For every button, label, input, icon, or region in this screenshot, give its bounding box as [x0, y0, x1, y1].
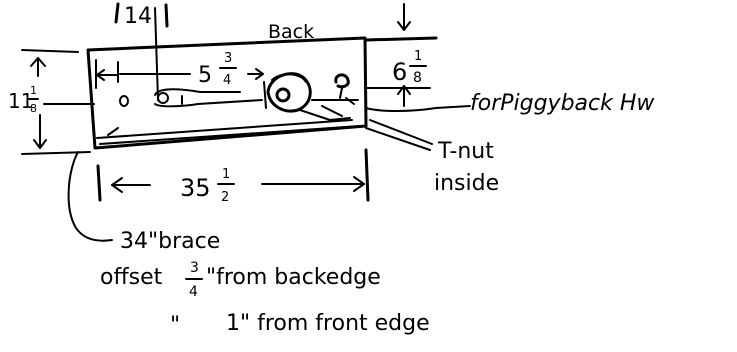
svg-text:3: 3 [190, 260, 199, 276]
tnut-hole [275, 87, 291, 103]
svg-text:35: 35 [180, 174, 211, 202]
top-dim-label: 14 [124, 4, 152, 29]
hardware-holes [119, 72, 359, 121]
piggyback-label: forPiggyback Hw [470, 91, 655, 116]
hole-center [157, 92, 169, 104]
svg-text:8: 8 [413, 70, 422, 86]
svg-text:offset: offset [100, 265, 163, 290]
hole-right [334, 73, 350, 89]
bottom-dimension [96, 148, 370, 202]
svg-text:1: 1 [414, 49, 422, 64]
svg-text:4: 4 [223, 73, 231, 88]
svg-text:2: 2 [221, 190, 229, 205]
svg-text:4: 4 [189, 284, 198, 300]
slot-line [154, 88, 241, 96]
svg-text:5: 5 [198, 63, 212, 88]
tnut-inside-label: inside [434, 171, 499, 196]
svg-text:1: 1 [30, 84, 37, 97]
svg-text:3: 3 [224, 51, 232, 66]
front-note: " 1" from front edge [170, 311, 430, 338]
svg-text:11: 11 [8, 89, 33, 113]
hole-left [119, 95, 129, 107]
svg-text:1" from front edge: 1" from front edge [226, 311, 430, 336]
svg-text:": " [170, 313, 180, 338]
back-label: Back [268, 21, 314, 43]
brace-note: 34"brace [120, 229, 220, 254]
mid-dimension-line [95, 59, 267, 109]
right-dimension [364, 3, 438, 107]
offset-note: offset 3 4 "from backedge [100, 260, 381, 300]
tnut-label: T-nut [437, 139, 494, 164]
board-outline [86, 36, 368, 150]
bottom-dim-label: 35 1 2 [180, 167, 235, 205]
left-dim-label: 11 1 8 [8, 84, 95, 115]
tnut-leader [365, 119, 433, 151]
brace-leader [67, 151, 113, 242]
svg-text:"from backedge: "from backedge [206, 265, 381, 290]
svg-text:8: 8 [30, 102, 37, 115]
right-dim-label: 6 1 8 [392, 49, 427, 86]
piggyback-leader [365, 105, 471, 112]
top-dimension-marks [114, 2, 169, 101]
svg-text:1: 1 [222, 167, 230, 182]
svg-text:6: 6 [392, 58, 407, 86]
mid-dim-label: 5 3 4 [198, 51, 237, 88]
